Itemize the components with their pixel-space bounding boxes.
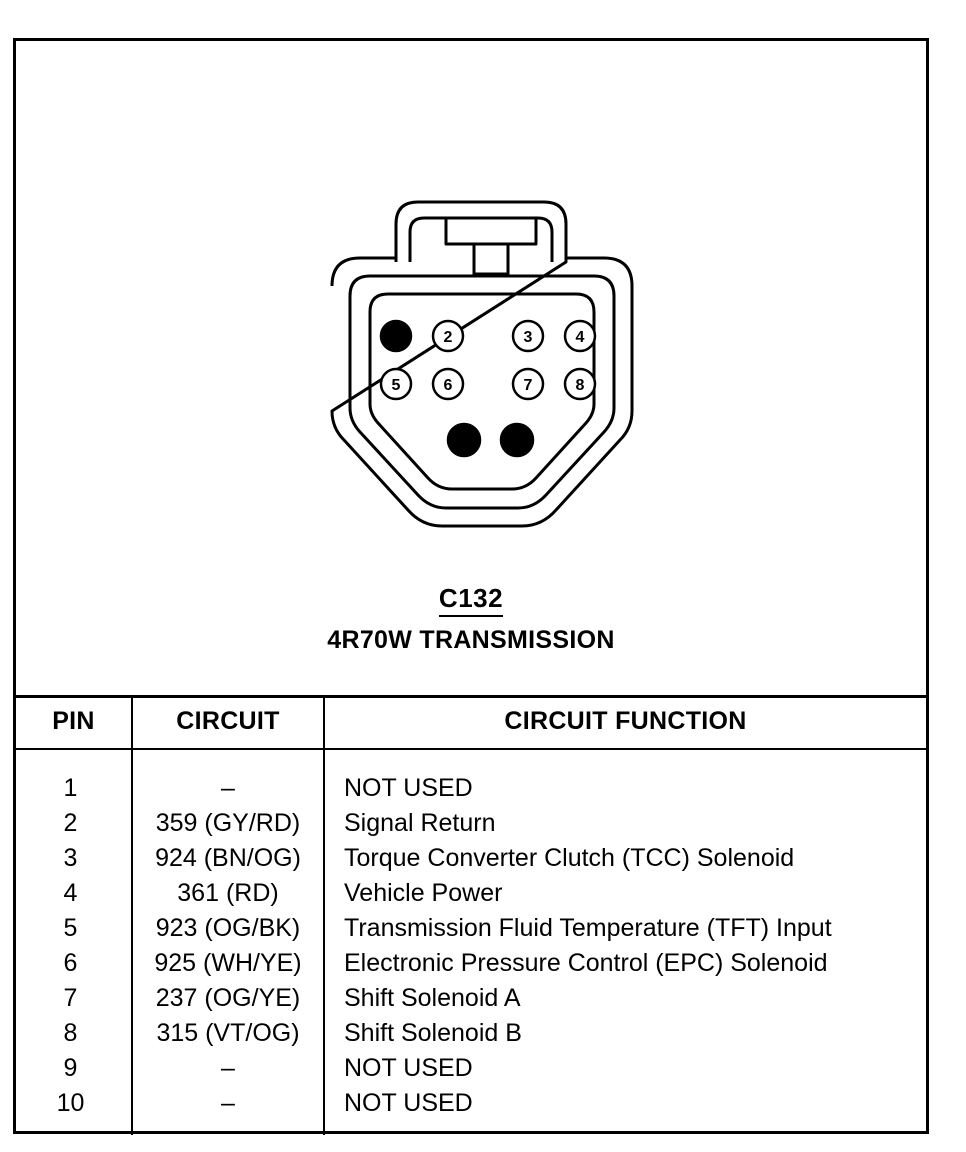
pin-label-1: 1 — [392, 329, 401, 346]
pin-cavity-4 — [563, 319, 597, 353]
circuit-function-cell: Vehicle Power — [344, 879, 503, 907]
connector-housing-mid — [348, 274, 616, 510]
pin-cavity-5 — [379, 367, 413, 401]
circuit-cell: – — [132, 1051, 325, 1086]
connector-title: C132 4R70W TRANSMISSION — [16, 583, 926, 655]
circuit-cell: – — [132, 771, 325, 806]
pin-cell: 9 — [16, 1051, 133, 1086]
circuit-cell: 315 (VT/OG) — [132, 1016, 325, 1051]
pin-cell: 1 — [16, 771, 133, 806]
pin-cell: 3 — [16, 841, 133, 876]
connector-face-inner — [368, 292, 596, 491]
pin-cell: 8 — [16, 1016, 133, 1051]
table-header-row: PIN CIRCUIT CIRCUIT FUNCTION — [16, 695, 926, 750]
pin-label-3: 3 — [524, 329, 533, 346]
circuit-function-cell: Transmission Fluid Temperature (TFT) Inp… — [344, 914, 832, 942]
circuit-cell: 361 (RD) — [132, 876, 325, 911]
pin-label-7: 7 — [524, 377, 533, 394]
pin-cavity-8 — [563, 367, 597, 401]
circuit-function-cell: Torque Converter Clutch (TCC) Solenoid — [344, 844, 795, 872]
latch-stem — [472, 242, 510, 276]
pin-cavity-6 — [431, 367, 465, 401]
pin-cavity-7 — [511, 367, 545, 401]
table-row: 1–NOT USED — [16, 771, 926, 806]
pin-cavity-10 — [499, 422, 535, 458]
circuit-cell: 237 (OG/YE) — [132, 981, 325, 1016]
connector-housing-outer — [330, 256, 634, 528]
pin-label-6: 6 — [444, 377, 453, 394]
pin-cavity-1 — [379, 319, 413, 353]
circuit-cell: 359 (GY/RD) — [132, 806, 325, 841]
pin-label-4: 4 — [576, 329, 585, 346]
circuit-function-cell: NOT USED — [344, 774, 473, 802]
pin-label-5: 5 — [392, 377, 401, 394]
circuit-function-cell: NOT USED — [344, 1089, 473, 1117]
header-pin: PIN — [16, 695, 133, 750]
connector-id: C132 — [438, 583, 504, 617]
pin-cavity-3 — [511, 319, 545, 353]
circuit-function-cell: Signal Return — [344, 809, 496, 837]
connector-face-drawing: 1 2 3 4 5 6 7 8 — [330, 200, 634, 528]
circuit-function-cell: Shift Solenoid B — [344, 1019, 522, 1047]
circuit-cell: 924 (BN/OG) — [132, 841, 325, 876]
connector-name: 4R70W TRANSMISSION — [327, 626, 615, 654]
pin-cavity-9 — [446, 422, 482, 458]
circuit-function-cell: Shift Solenoid A — [344, 984, 521, 1012]
pin-cell: 5 — [16, 911, 133, 946]
circuit-cell: 923 (OG/BK) — [132, 911, 325, 946]
pin-cavity-2 — [431, 319, 465, 353]
table-row: 10–NOT USED — [16, 1086, 926, 1121]
latch-button — [444, 216, 538, 246]
table-row: 9–NOT USED — [16, 1051, 926, 1086]
pin-label-2: 2 — [444, 329, 453, 346]
header-circuit: CIRCUIT — [132, 695, 325, 750]
pin-cell: 10 — [16, 1086, 133, 1121]
circuit-function-cell: Electronic Pressure Control (EPC) Soleno… — [344, 949, 828, 977]
header-circuit-function: CIRCUIT FUNCTION — [324, 695, 926, 750]
pin-cell: 7 — [16, 981, 133, 1016]
circuit-cell: 925 (WH/YE) — [132, 946, 325, 981]
connector-latch — [394, 200, 568, 262]
pin-label-8: 8 — [576, 377, 585, 394]
circuit-function-cell: NOT USED — [344, 1054, 473, 1082]
circuit-cell: – — [132, 1086, 325, 1121]
pin-cell: 6 — [16, 946, 133, 981]
connector-latch-inner — [408, 216, 554, 262]
connector-view: 1 2 3 4 5 6 7 8 C132 4R70W TRANSMISSION — [16, 41, 926, 698]
pin-cell: 2 — [16, 806, 133, 841]
pin-cell: 4 — [16, 876, 133, 911]
